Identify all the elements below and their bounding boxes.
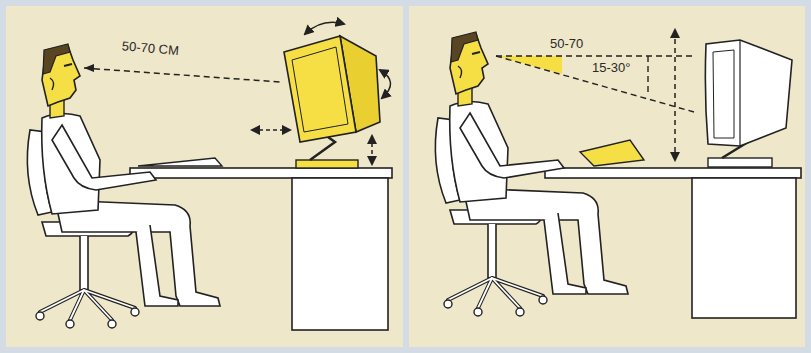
dimension-label: 50-70: [548, 36, 585, 51]
adjust-arrows: [252, 22, 391, 164]
keyboard: [580, 140, 644, 166]
height-arrow: [674, 30, 676, 160]
monitor: [284, 36, 380, 168]
sight-line: [84, 68, 280, 82]
panel: [409, 6, 805, 347]
dimension-label: 15-30°: [590, 60, 632, 75]
monitor: [705, 40, 792, 167]
sight-lines: [496, 56, 694, 112]
panel: [6, 6, 403, 347]
keyboard: [138, 158, 222, 166]
eye-mark: [84, 64, 94, 72]
seated-person: [27, 44, 220, 328]
